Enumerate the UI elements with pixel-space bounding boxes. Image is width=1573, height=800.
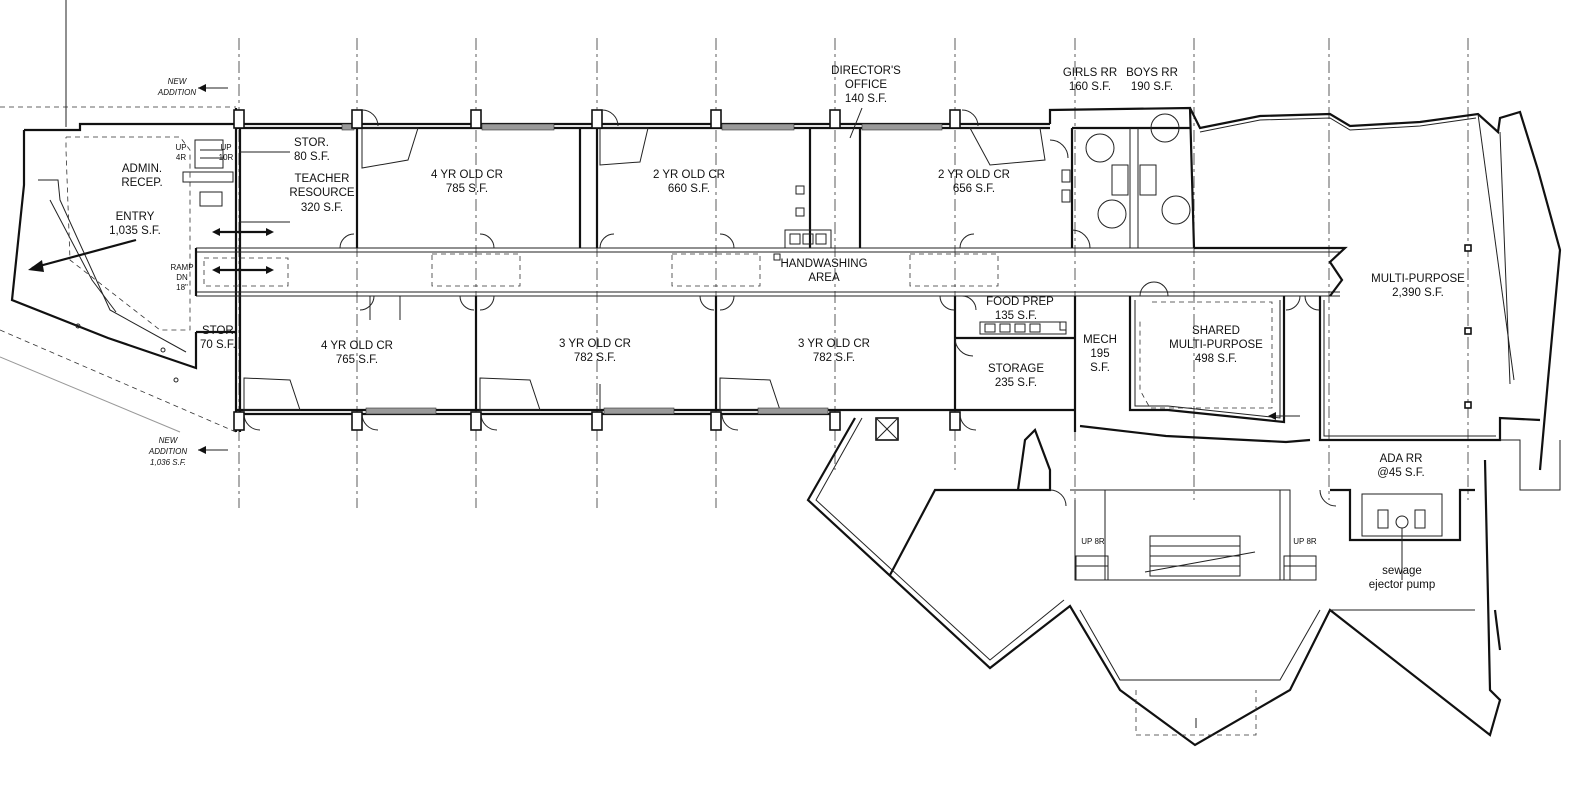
ada-rr-area: @45 S.F. bbox=[1377, 467, 1424, 479]
stor-bottom-label: STOR. bbox=[202, 325, 237, 337]
stair-up-8r-left: UP 8R bbox=[1081, 537, 1105, 546]
mech-area-2: S.F. bbox=[1090, 362, 1110, 374]
shared-mp-label: SHARED bbox=[1192, 325, 1240, 337]
stair-up-4r: UP bbox=[175, 143, 186, 152]
sewage-label: sewage bbox=[1382, 565, 1422, 577]
restroom-block bbox=[1048, 106, 1196, 249]
multipurpose-label: MULTI-PURPOSE bbox=[1371, 273, 1465, 285]
new-addition-bottom-label: NEW bbox=[159, 436, 179, 445]
cr-3yr-b-area: 782 S.F. bbox=[813, 352, 855, 364]
stor-bottom-area: 70 S.F. bbox=[200, 339, 236, 351]
cr-2yr-a-label: 2 YR OLD CR bbox=[653, 169, 725, 181]
storage-area: 235 S.F. bbox=[995, 377, 1037, 389]
ramp-label-3: 18" bbox=[176, 283, 188, 292]
door-swings bbox=[243, 109, 1320, 431]
ramp-label-2: DN bbox=[176, 273, 188, 282]
cr-2yr-b-area: 656 S.F. bbox=[953, 183, 995, 195]
cr-4yr-bottom-label: 4 YR OLD CR bbox=[321, 340, 393, 352]
stor-top-label: STOR. bbox=[294, 137, 329, 149]
new-addition-top-label-2: ADDITION bbox=[157, 88, 196, 97]
windows bbox=[341, 123, 943, 415]
stair-up-8r-right: UP 8R bbox=[1293, 537, 1317, 546]
entry-wing-walls bbox=[10, 108, 238, 383]
new-addition-top-label: NEW bbox=[168, 77, 188, 86]
cr-3yr-a-label: 3 YR OLD CR bbox=[559, 338, 631, 350]
admin-label: ADMIN. bbox=[122, 163, 162, 175]
cr-3yr-b-label: 3 YR OLD CR bbox=[798, 338, 870, 350]
stor-top-area: 80 S.F. bbox=[294, 151, 330, 163]
boys-rr-area: 190 S.F. bbox=[1131, 81, 1173, 93]
ramp-label: RAMP bbox=[170, 263, 193, 272]
service-rooms bbox=[954, 281, 1311, 444]
multipurpose-area: 2,390 S.F. bbox=[1392, 287, 1444, 299]
teacher-area: 320 S.F. bbox=[301, 202, 343, 214]
ada-rr-label: ADA RR bbox=[1380, 453, 1423, 465]
mech-area: 195 bbox=[1090, 348, 1109, 360]
admin-label-2: RECEP. bbox=[121, 177, 162, 189]
food-prep-label: FOOD PREP bbox=[986, 296, 1054, 308]
girls-rr-label: GIRLS RR bbox=[1063, 67, 1117, 79]
column-grid-lines bbox=[238, 38, 1469, 508]
teacher-label: TEACHER bbox=[295, 173, 350, 185]
new-addition-boundary bbox=[0, 0, 237, 433]
multipurpose-hall bbox=[1189, 107, 1562, 471]
corridor-details bbox=[28, 84, 999, 454]
mech-label: MECH bbox=[1083, 334, 1117, 346]
cr-3yr-a-area: 782 S.F. bbox=[574, 352, 616, 364]
classroom-block-walls bbox=[194, 122, 1340, 432]
stair-up-4r-2: 4R bbox=[176, 153, 186, 162]
shared-mp-area: 498 S.F. bbox=[1195, 353, 1237, 365]
structural-columns bbox=[233, 109, 1472, 431]
sewage-label-2: ejector pump bbox=[1369, 579, 1435, 591]
south-wing bbox=[806, 417, 1561, 747]
entry-area: 1,035 S.F. bbox=[109, 225, 161, 237]
storage-label: STORAGE bbox=[988, 363, 1044, 375]
stair-up-10r-2: 10R bbox=[219, 153, 234, 162]
cr-4yr-top-area: 785 S.F. bbox=[446, 183, 488, 195]
girls-rr-area: 160 S.F. bbox=[1069, 81, 1111, 93]
cr-4yr-bottom-area: 765 S.F. bbox=[336, 354, 378, 366]
boys-rr-label: BOYS RR bbox=[1126, 67, 1178, 79]
director-area: 140 S.F. bbox=[845, 93, 887, 105]
handwashing-label-2: AREA bbox=[808, 272, 840, 284]
teacher-label-2: RESOURCE bbox=[289, 187, 355, 199]
entry-label: ENTRY bbox=[116, 211, 155, 223]
cr-2yr-a-area: 660 S.F. bbox=[668, 183, 710, 195]
new-addition-bottom-area: 1,036 S.F. bbox=[150, 458, 186, 467]
new-addition-bottom-label-2: ADDITION bbox=[148, 447, 187, 456]
shared-mp-label-2: MULTI-PURPOSE bbox=[1169, 339, 1263, 351]
room-labels: ENTRY 1,035 S.F. ADMIN. RECEP. STOR. 80 … bbox=[109, 65, 1465, 479]
cr-4yr-top-label: 4 YR OLD CR bbox=[431, 169, 503, 181]
director-label: DIRECTOR'S bbox=[831, 65, 901, 77]
cr-2yr-b-label: 2 YR OLD CR bbox=[938, 169, 1010, 181]
stair-up-10r: UP bbox=[220, 143, 231, 152]
food-prep-area: 135 S.F. bbox=[995, 310, 1037, 322]
director-label-2: OFFICE bbox=[845, 79, 887, 91]
annotations: NEW ADDITION NEW ADDITION 1,036 S.F. RAM… bbox=[148, 77, 1435, 591]
handwashing-label: HANDWASHING bbox=[780, 258, 867, 270]
